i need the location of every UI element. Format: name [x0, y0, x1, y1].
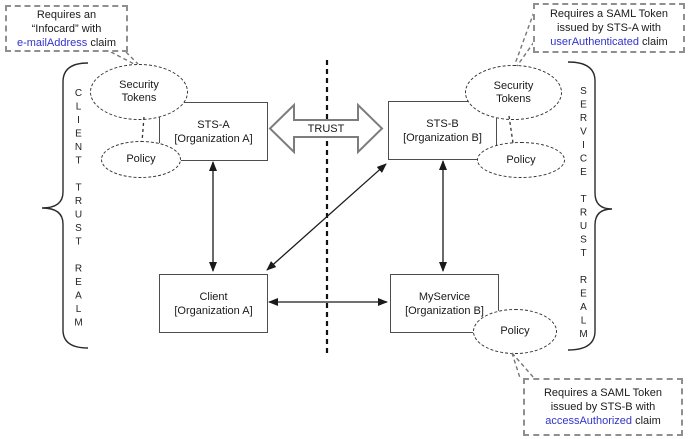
callout-line: e-mailAddress claim	[17, 36, 116, 50]
client-box: Client [Organization A]	[159, 274, 268, 333]
client-trust-realm-label: CLIENT TRUST REALM	[73, 88, 84, 331]
callout-line: accessAuthorized claim	[545, 414, 661, 428]
sts-b-token-callout-tail	[511, 352, 535, 379]
client-title: Client	[199, 290, 228, 303]
callout-line: issued by STS-A with	[557, 22, 661, 34]
claim-e-mailAddress: e-mailAddress	[16, 36, 88, 49]
myservice-title: MyService	[418, 290, 471, 303]
sts-a-token-callout-tail	[516, 41, 535, 67]
security-tokens-ellipse-left: Security Tokens	[90, 64, 188, 120]
sts-b-subtitle: [Organization B]	[403, 131, 482, 144]
sts-a-token-callout-tail	[514, 11, 535, 65]
claim-suffix: claim	[638, 36, 668, 48]
security-tokens-label-line2: Tokens	[121, 92, 157, 104]
claim-accessAuthorized: accessAuthorized	[545, 415, 633, 427]
trust-arrow-label: TRUST	[308, 123, 345, 135]
sts-a-title: STS-A	[197, 118, 230, 131]
policy-label: Policy	[126, 153, 156, 165]
claim-userAuthenticated: userAuthenticated	[550, 36, 639, 48]
policy-ellipse-sts-b: Policy	[477, 142, 565, 178]
callout-line: “Infocard” with	[31, 22, 102, 35]
arrow-client-sts-b	[266, 163, 387, 271]
service-trust-realm-label: SERVICE TRUST REALM	[578, 86, 589, 343]
security-tokens-ellipse-right: Security Tokens	[465, 65, 562, 120]
policy-label: Policy	[506, 153, 536, 166]
trust-arrow	[268, 102, 384, 155]
callout-saml-sts-a: Requires a SAML Token issued by STS-A wi…	[533, 3, 685, 53]
security-tokens-label-line1: Security	[493, 79, 534, 92]
policy-ellipse-myservice: Policy	[473, 309, 557, 354]
claim-suffix: claim	[632, 415, 661, 427]
client-subtitle: [Organization A]	[174, 304, 253, 317]
ellipse-link-right	[508, 115, 514, 144]
sts-b-title: STS-B	[426, 117, 459, 130]
sts-a-subtitle: [Organization A]	[174, 132, 253, 145]
policy-label: Policy	[500, 325, 530, 337]
infocard-callout-tail	[125, 51, 139, 65]
callout-infocard: Requires an “Infocard” with e-mailAddres…	[5, 5, 128, 52]
security-tokens-label-line1: Security	[119, 79, 159, 91]
callout-saml-sts-b: Requires a SAML Token issued by STS-B wi…	[523, 378, 683, 436]
callout-line: issued by STS-B with	[550, 401, 656, 413]
callout-line: userAuthenticated claim	[550, 35, 667, 49]
ellipse-link-left	[141, 116, 145, 143]
callout-line: Requires a SAML Token	[543, 387, 662, 399]
infocard-callout-tail	[110, 51, 137, 66]
sts-b-token-callout-tail	[511, 352, 521, 379]
callout-line: Requires an	[36, 8, 97, 21]
policy-ellipse-sts-a: Policy	[101, 141, 181, 178]
claim-suffix: claim	[87, 36, 117, 49]
myservice-subtitle: [Organization B]	[405, 304, 484, 317]
security-tokens-label-line2: Tokens	[496, 92, 531, 105]
callout-line: Requires a SAML Token	[549, 8, 668, 20]
